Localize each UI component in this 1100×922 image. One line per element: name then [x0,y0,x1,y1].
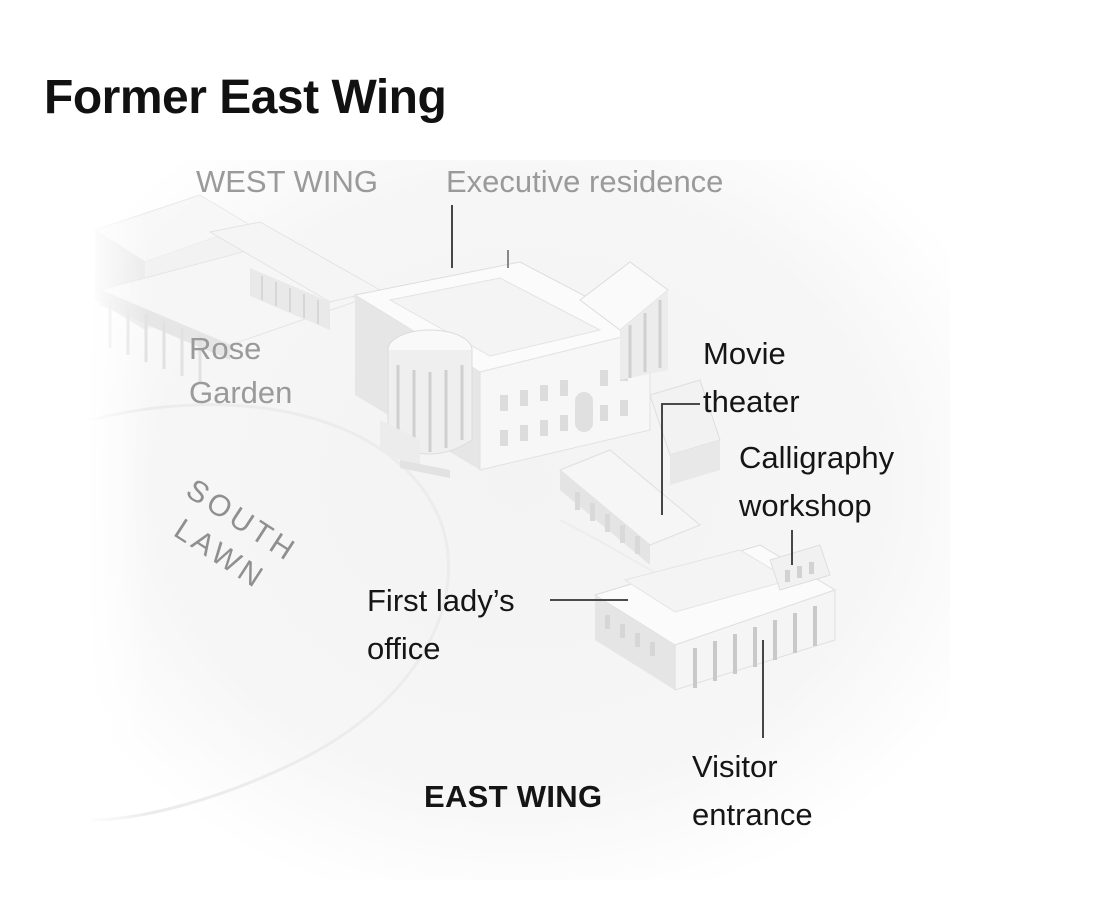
label-movie-theater-line2: theater [703,384,800,419]
label-rose-garden-line2: Garden [189,375,293,410]
east-colonnade [559,379,721,565]
label-movie-theater: Movie theater [703,332,800,424]
page-title: Former East Wing [44,71,447,124]
label-east-wing: EAST WING [424,779,603,814]
label-visitor-entrance: Visitor entrance [692,745,813,837]
label-rose-garden: Rose Garden [189,327,292,415]
label-rose-garden-line1: Rose [189,331,262,366]
executive-residence-building [353,250,669,478]
label-calligraphy-workshop: Calligraphy workshop [739,436,894,528]
label-executive-residence: Executive residence [446,164,724,199]
leader-movie-theater [661,403,700,515]
leader-lines [451,205,793,738]
label-west-wing: WEST WING [196,164,378,199]
label-first-ladys-office-line1: First lady’s [367,583,515,618]
label-movie-theater-line1: Movie [703,336,786,371]
label-first-ladys-office-line2: office [367,631,441,666]
label-calligraphy-workshop-line2: workshop [739,488,872,523]
east-wing-building [593,544,837,691]
label-first-ladys-office: First lady’s office [367,579,515,671]
label-calligraphy-workshop-line1: Calligraphy [739,440,895,475]
label-visitor-entrance-line2: entrance [692,797,813,832]
label-visitor-entrance-line1: Visitor [692,749,778,784]
